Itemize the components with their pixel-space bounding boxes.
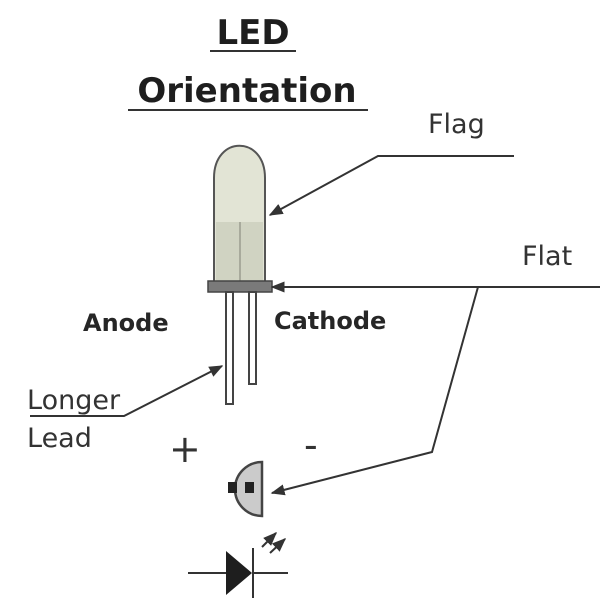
title-line-1: LED	[216, 13, 289, 53]
diode-triangle	[226, 551, 252, 595]
led-flange	[207, 280, 273, 293]
cathode-label: Cathode	[274, 307, 386, 335]
lead-label: Lead	[27, 423, 92, 454]
longer-label: Longer	[27, 385, 121, 416]
led-top-view	[228, 460, 264, 518]
minus-sign: -	[304, 423, 318, 467]
longer-lead-leader-line	[30, 365, 224, 417]
plus-sign: +	[169, 427, 201, 471]
emission-arrow-1	[261, 532, 277, 548]
flat-leader-line-top	[270, 286, 479, 496]
diode-symbol	[188, 532, 288, 598]
anode-lead	[225, 291, 234, 405]
cathode-lead	[248, 291, 257, 385]
anode-label: Anode	[83, 309, 169, 337]
flat-label: Flat	[522, 241, 572, 272]
top-view-cathode-pin	[245, 482, 254, 493]
top-view-anode-pin	[228, 482, 237, 493]
flag-label: Flag	[428, 109, 485, 140]
led-side-view	[207, 144, 273, 405]
emission-arrow-2	[269, 538, 287, 554]
title-line-2: Orientation	[137, 71, 356, 111]
flag-leader-line	[268, 155, 514, 216]
